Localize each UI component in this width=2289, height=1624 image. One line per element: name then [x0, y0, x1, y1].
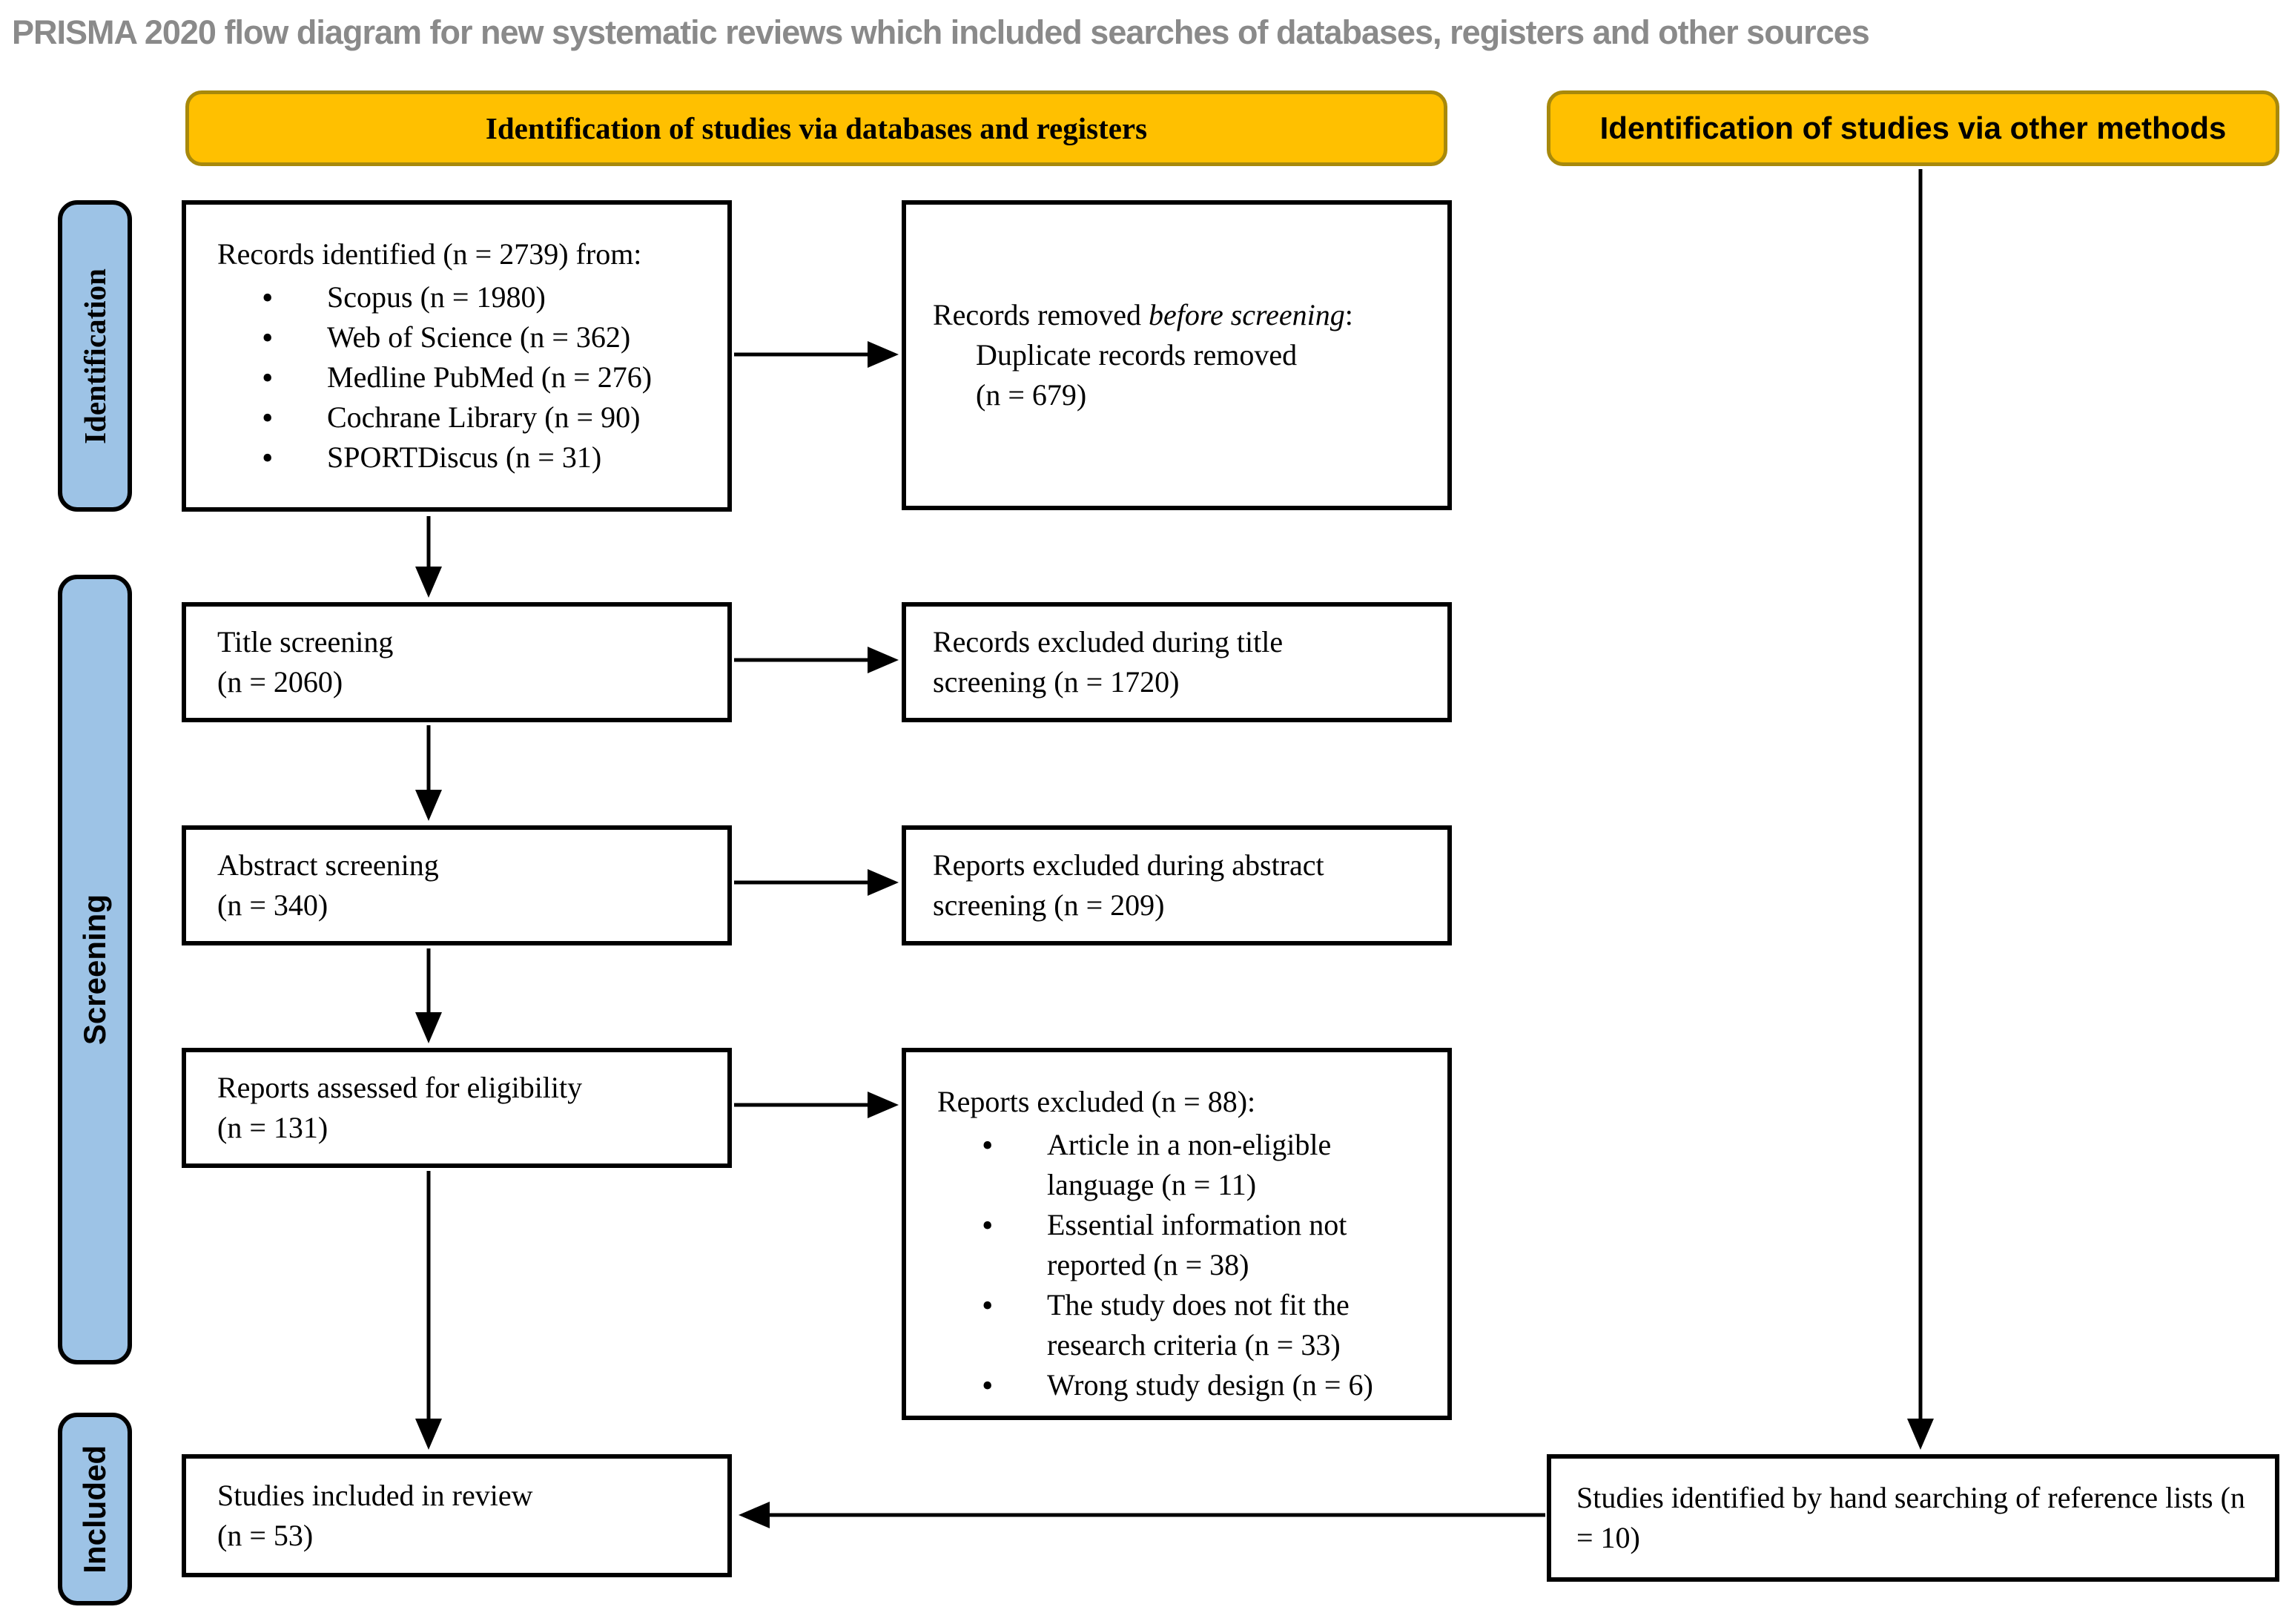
stage-label-identification-text: Identification [78, 268, 112, 444]
bullet-item: Essential information not reported (n = … [982, 1204, 1425, 1285]
stage-label-included: Included [58, 1413, 132, 1605]
box-records-removed: Records removed before screening: Duplic… [902, 200, 1452, 510]
studies-included-line2: (n = 53) [217, 1519, 314, 1552]
bullet-item: Web of Science (n = 362) [262, 316, 705, 360]
bullet-item: Scopus (n = 1980) [262, 276, 705, 320]
bullet-item: Cochrane Library (n = 90) [262, 396, 705, 440]
page-title: PRISMA 2020 flow diagram for new systema… [12, 13, 1870, 51]
title-screening-line1: Title screening [217, 625, 394, 658]
box-reports-excluded-abstract: Reports excluded during abstract screeni… [902, 825, 1452, 945]
bullet-item: Article in a non-eligible language (n = … [982, 1123, 1425, 1205]
banner-other-methods-label: Identification of studies via other meth… [1599, 110, 2227, 145]
records-removed-line2: Duplicate records removed [976, 338, 1298, 372]
banner-databases-registers-label: Identification of studies via databases … [485, 111, 1148, 145]
records-removed-line1: Records removed before screening: [933, 295, 1418, 335]
reports-assessed-line1: Reports assessed for eligibility [217, 1071, 583, 1104]
records-removed-prefix: Records removed [933, 298, 1149, 331]
box-records-identified: Records identified (n = 2739) from: Scop… [182, 200, 732, 512]
reports-assessed-line2: (n = 131) [217, 1111, 328, 1144]
reports-excluded-list: Article in a non-eligible language (n = … [937, 1123, 1425, 1407]
title-screening-line2: (n = 2060) [217, 665, 343, 699]
box-abstract-screening: Abstract screening (n = 340) [182, 825, 732, 945]
box-reports-excluded: Reports excluded (n = 88): Article in a … [902, 1048, 1452, 1420]
records-excluded-title-text: Records excluded during title screening … [933, 625, 1284, 699]
stage-label-screening: Screening [58, 575, 132, 1364]
reports-excluded-intro: Reports excluded (n = 88): [937, 1085, 1256, 1118]
records-identified-intro: Records identified (n = 2739) from: [217, 237, 642, 271]
bullet-item: Wrong study design (n = 6) [982, 1364, 1425, 1407]
banner-databases-registers: Identification of studies via databases … [185, 90, 1447, 166]
bullet-item: SPORTDiscus (n = 31) [262, 436, 705, 480]
banner-other-methods: Identification of studies via other meth… [1547, 90, 2279, 166]
reports-excluded-abstract-text: Reports excluded during abstract screeni… [933, 848, 1324, 922]
box-reports-assessed: Reports assessed for eligibility (n = 13… [182, 1048, 732, 1168]
stage-label-screening-text: Screening [77, 894, 112, 1046]
records-identified-list: Scopus (n = 1980)Web of Science (n = 362… [217, 276, 705, 480]
studies-hand-search-text: Studies identified by hand searching of … [1576, 1481, 2245, 1554]
records-removed-italic: before screening [1149, 298, 1345, 331]
box-studies-included: Studies included in review (n = 53) [182, 1454, 732, 1577]
box-records-excluded-title: Records excluded during title screening … [902, 602, 1452, 722]
records-removed-suffix: : [1344, 298, 1353, 331]
abstract-screening-line2: (n = 340) [217, 888, 328, 922]
box-studies-hand-search: Studies identified by hand searching of … [1547, 1454, 2279, 1582]
abstract-screening-line1: Abstract screening [217, 848, 439, 882]
stage-label-identification: Identification [58, 200, 132, 512]
studies-included-line1: Studies included in review [217, 1479, 533, 1512]
bullet-item: Medline PubMed (n = 276) [262, 356, 705, 400]
stage-label-included-text: Included [77, 1445, 112, 1574]
records-removed-line3: (n = 679) [976, 378, 1087, 412]
box-title-screening: Title screening (n = 2060) [182, 602, 732, 722]
bullet-item: The study does not fit the research crit… [982, 1284, 1425, 1365]
